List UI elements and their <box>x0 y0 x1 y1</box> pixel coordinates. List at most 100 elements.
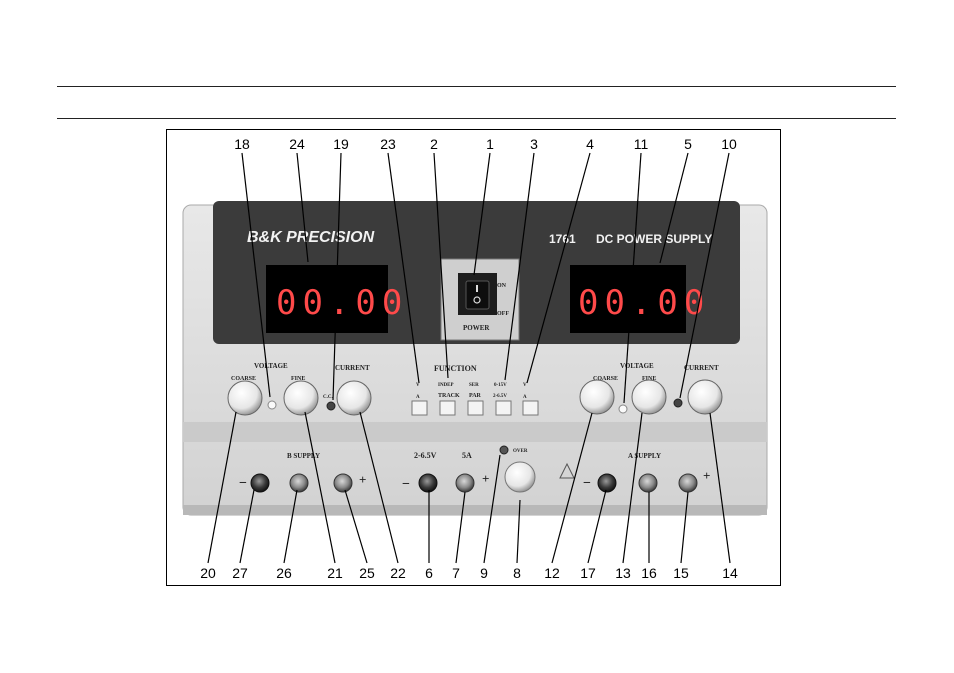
overload-led <box>499 445 509 455</box>
left-current-label: CURRENT <box>335 364 370 372</box>
display-right <box>570 265 686 333</box>
callout-24: 24 <box>289 136 305 152</box>
fixed-positive-terminal[interactable] <box>455 473 475 493</box>
fn-button-5[interactable] <box>522 400 539 416</box>
callout-1: 1 <box>486 136 494 152</box>
fn-button-indep-track[interactable] <box>439 400 456 416</box>
callout-19: 19 <box>333 136 349 152</box>
callout-21: 21 <box>327 565 343 581</box>
callout-16: 16 <box>641 565 657 581</box>
right-coarse-label: COARSE <box>593 376 618 382</box>
display-right-readout: 00.00 <box>578 283 710 323</box>
callout-3: 3 <box>530 136 538 152</box>
b-plus-sign: + <box>359 472 366 487</box>
a-ground-terminal[interactable] <box>638 473 658 493</box>
fn-a-indicator-label: A <box>416 395 420 400</box>
power-label: POWER <box>463 324 490 332</box>
left-cc-led <box>326 401 336 411</box>
callout-27: 27 <box>232 565 248 581</box>
power-on-label: ON <box>497 283 507 289</box>
b-supply-label: B SUPPLY <box>287 452 320 460</box>
left-current-knob[interactable] <box>336 380 372 416</box>
fixed-negative-terminal[interactable] <box>418 473 438 493</box>
power-on-mark <box>476 285 478 292</box>
callout-10: 10 <box>721 136 737 152</box>
fn-track-label: TRACK <box>438 393 460 399</box>
fn-v-indicator-label: V <box>416 383 420 388</box>
left-coarse-label: COARSE <box>231 376 256 382</box>
callout-26: 26 <box>276 565 292 581</box>
left-voltage-label: VOLTAGE <box>254 362 288 370</box>
a-positive-terminal[interactable] <box>678 473 698 493</box>
warning-triangle <box>559 462 575 479</box>
callout-9: 9 <box>480 565 488 581</box>
leader-lines <box>207 152 731 564</box>
right-current-knob[interactable] <box>687 379 723 415</box>
fn-ser-label: SER <box>469 383 479 388</box>
power-off-mark <box>473 296 481 304</box>
b-positive-terminal[interactable] <box>333 473 353 493</box>
function-label: FUNCTION <box>434 364 477 373</box>
callout-13: 13 <box>615 565 631 581</box>
callout-14: 14 <box>722 565 738 581</box>
brand-logo: B&K PRECISION <box>247 229 375 246</box>
header-rule-bottom <box>57 118 896 119</box>
callout-22: 22 <box>390 565 406 581</box>
left-voltage-coarse-knob[interactable] <box>227 380 263 416</box>
right-voltage-coarse-knob[interactable] <box>579 379 615 415</box>
callout-11: 11 <box>634 136 649 152</box>
right-voltage-fine-knob[interactable] <box>631 379 667 415</box>
callout-8: 8 <box>513 565 521 581</box>
overload-label: OVER <box>513 449 528 454</box>
right-cc-led <box>673 398 683 408</box>
fixed-output-knob[interactable] <box>504 461 536 493</box>
left-voltage-fine-knob[interactable] <box>283 380 319 416</box>
callout-2: 2 <box>430 136 438 152</box>
right-current-label: CURRENT <box>684 364 719 372</box>
callouts-bottom: 20 27 26 21 25 22 6 7 9 8 12 17 13 16 15… <box>200 565 738 581</box>
fn-2-6.5v-label: 2-6.5V <box>493 394 507 399</box>
fixed-amp-label: 5A <box>462 451 472 460</box>
callout-18: 18 <box>234 136 250 152</box>
fixed-plus-sign: + <box>482 471 489 486</box>
callout-20: 20 <box>200 565 216 581</box>
right-voltage-label: VOLTAGE <box>620 362 654 370</box>
b-minus-sign: − <box>239 476 247 491</box>
callout-6: 6 <box>425 565 433 581</box>
callout-5: 5 <box>684 136 692 152</box>
left-cc-label: C.C. <box>323 395 333 400</box>
fn-a2-indicator-label: A <box>523 395 527 400</box>
callouts-top: 18 24 19 23 2 1 3 4 11 5 10 <box>234 136 737 152</box>
callout-23: 23 <box>380 136 396 152</box>
header-rule-top <box>57 86 896 87</box>
fixed-volt-label: 2-6.5V <box>414 451 437 460</box>
display-left-readout: 00.00 <box>276 283 408 323</box>
power-switch[interactable] <box>465 280 490 310</box>
callout-15: 15 <box>673 565 689 581</box>
fn-button-1[interactable] <box>411 400 428 416</box>
left-cv-led <box>267 400 277 410</box>
b-negative-terminal[interactable] <box>250 473 270 493</box>
fn-button-voltage-range[interactable] <box>495 400 512 416</box>
a-plus-sign: + <box>703 468 710 483</box>
callout-25: 25 <box>359 565 375 581</box>
model-number: 1761 <box>549 232 576 246</box>
a-negative-terminal[interactable] <box>597 473 617 493</box>
fn-0-15v-label: 0-15V <box>494 383 507 388</box>
lower-band <box>183 422 767 442</box>
callout-4: 4 <box>586 136 594 152</box>
b-ground-terminal[interactable] <box>289 473 309 493</box>
fn-indep-label: INDEP <box>438 383 454 388</box>
fn-button-ser-par[interactable] <box>467 400 484 416</box>
a-minus-sign: − <box>583 476 591 491</box>
fn-par-label: PAR <box>469 393 482 399</box>
callout-12: 12 <box>544 565 560 581</box>
left-fine-label: FINE <box>291 376 305 382</box>
display-left <box>266 265 388 333</box>
product-name: DC POWER SUPPLY <box>596 232 712 246</box>
fixed-minus-sign: − <box>402 477 410 492</box>
callout-7: 7 <box>452 565 460 581</box>
a-supply-label: A SUPPLY <box>628 452 661 460</box>
right-fine-label: FINE <box>642 376 656 382</box>
